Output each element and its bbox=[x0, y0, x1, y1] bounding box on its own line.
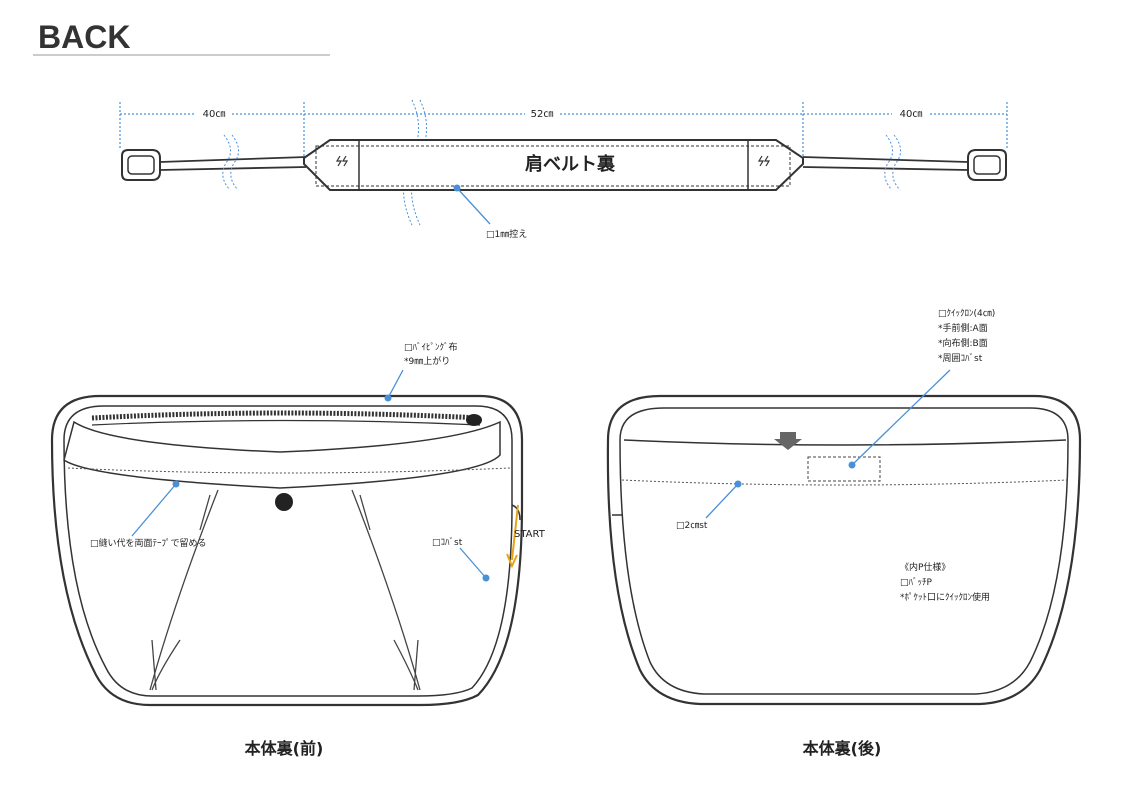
spec-detail: *ﾎﾟｹｯﾄ口にｸｲｯｸﾛﾝ使用 bbox=[900, 591, 990, 603]
page-title: BACK bbox=[38, 19, 130, 55]
back-body-view: □ｸｲｯｸﾛﾝ(4㎝) *手前側:A面 *向布側:B面 *周囲ｺﾊﾞst □2㎝… bbox=[606, 308, 1082, 758]
callout-dot bbox=[384, 394, 392, 402]
velcro-leader bbox=[851, 369, 951, 466]
belt-pad bbox=[303, 139, 804, 191]
front-caption: 本体裏(前) bbox=[245, 739, 324, 758]
snap-button bbox=[275, 493, 293, 511]
dimension-right: 40㎝ bbox=[900, 109, 923, 120]
stitch-note: □2㎝st bbox=[676, 521, 708, 531]
piping-note: □ﾊﾞｲﾋﾟﾝｸﾞ布 bbox=[404, 341, 458, 353]
start-label: START bbox=[514, 529, 546, 540]
spec-title: 《内P仕様》 bbox=[900, 561, 950, 573]
dimension-lines bbox=[119, 102, 1008, 160]
velcro-detail-1: *手前側:A面 bbox=[938, 322, 988, 334]
velcro-detail-3: *周囲ｺﾊﾞst bbox=[938, 353, 983, 364]
zipper bbox=[91, 410, 482, 426]
belt-note: □1㎜控え bbox=[486, 228, 527, 240]
piping-leader bbox=[387, 369, 404, 399]
velcro-note: □ｸｲｯｸﾛﾝ(4㎝) bbox=[938, 308, 995, 319]
back-stitch bbox=[621, 479, 1069, 486]
down-arrow-icon bbox=[774, 432, 802, 450]
edge-leader bbox=[459, 547, 487, 579]
velcro-detail-2: *向布側:B面 bbox=[938, 337, 988, 349]
seam-leader bbox=[131, 483, 177, 537]
back-body-outline bbox=[606, 394, 1082, 706]
back-caption: 本体裏(後) bbox=[803, 739, 882, 758]
edge-note: □ｺﾊﾞst bbox=[432, 537, 463, 548]
callout-dot bbox=[172, 480, 180, 488]
belt-label: 肩ベルト裏 bbox=[525, 153, 616, 175]
start-arrow bbox=[506, 504, 519, 569]
left-strap-clip bbox=[121, 149, 307, 181]
shoulder-strap: 40㎝ 52㎝ 40㎝ bbox=[119, 99, 1008, 240]
back-top-seam bbox=[623, 439, 1067, 446]
seam-note: □縫い代を両面ﾃｰﾌﾟで留める bbox=[90, 537, 207, 549]
right-strap-clip bbox=[802, 149, 1007, 181]
stitch-leader bbox=[705, 483, 739, 519]
dimension-center: 52㎝ bbox=[531, 109, 554, 120]
inner-pocket-lines bbox=[149, 489, 421, 691]
callout-dot bbox=[734, 480, 742, 488]
front-body-view: START □ﾊﾞｲﾋﾟﾝｸﾞ布 *9㎜上がり □縫い代を両面ﾃｰﾌﾟで留める … bbox=[50, 341, 546, 758]
break-marks bbox=[222, 99, 901, 226]
callout-dot bbox=[848, 461, 856, 469]
belt-note-leader bbox=[456, 187, 491, 225]
velcro-patch bbox=[807, 456, 881, 482]
belt-stitch-marks bbox=[335, 155, 771, 167]
dimension-left: 40㎝ bbox=[203, 109, 226, 120]
callout-dot bbox=[482, 574, 490, 582]
piping-finish: *9㎜上がり bbox=[404, 355, 450, 367]
callout-dot bbox=[453, 184, 461, 192]
flap-stitch bbox=[67, 467, 511, 474]
spec-item: □ﾊﾞｯﾁP bbox=[900, 577, 933, 588]
